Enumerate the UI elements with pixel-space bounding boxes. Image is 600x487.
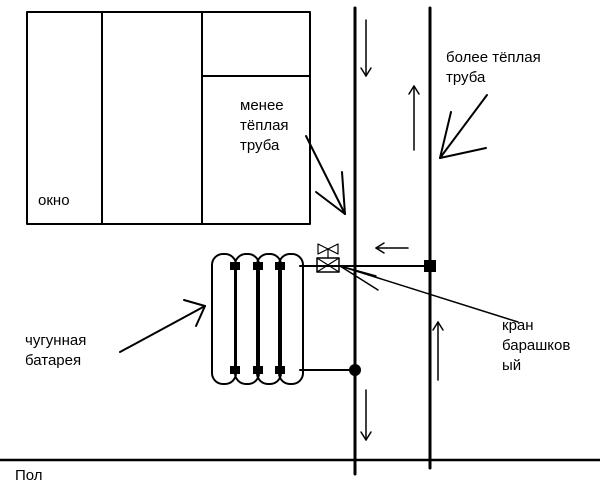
warmer-pipe-label: более тёплая <box>446 49 541 66</box>
flow-arrow-down <box>360 389 372 441</box>
flow-arrow-left <box>375 242 409 254</box>
radiator-section <box>278 253 304 385</box>
window-label: окно <box>38 192 70 209</box>
valve-handle <box>317 243 339 255</box>
radiator-nipple <box>253 366 263 374</box>
radiator-nipple <box>275 366 285 374</box>
flow-arrow-down <box>360 19 372 77</box>
supply-tee <box>424 260 436 272</box>
pointer-arrow <box>119 299 206 353</box>
radiator-nipple <box>275 262 285 270</box>
colder-pipe-label: труба <box>240 137 280 154</box>
radiator-label: батарея <box>25 352 81 369</box>
radiator-nipple <box>230 366 240 374</box>
radiator-section <box>234 253 260 385</box>
colder-pipe-label: тёплая <box>240 117 289 134</box>
window <box>26 11 311 225</box>
valve-label: барашков <box>502 337 570 354</box>
window-frame <box>26 11 311 225</box>
flow-arrow-up <box>408 85 420 151</box>
valve-body <box>316 257 340 273</box>
valve-label: ый <box>502 357 521 374</box>
floor-label: Пол <box>15 467 43 484</box>
radiator-section <box>256 253 282 385</box>
pointer-arrow <box>339 265 519 323</box>
radiator-label: чугунная <box>25 332 86 349</box>
pointer-arrow <box>439 94 488 159</box>
flow-arrow-up <box>432 321 444 381</box>
valve-label: кран <box>502 317 534 334</box>
pointer-arrow <box>305 135 346 215</box>
radiator-section <box>211 253 237 385</box>
cast-iron-radiator <box>211 253 304 385</box>
warmer-pipe-label: труба <box>446 69 486 86</box>
return-tee <box>349 364 361 376</box>
radiator-nipple <box>230 262 240 270</box>
colder-pipe-label: менее <box>240 97 284 114</box>
valve <box>316 243 340 273</box>
radiator-nipple <box>253 262 263 270</box>
